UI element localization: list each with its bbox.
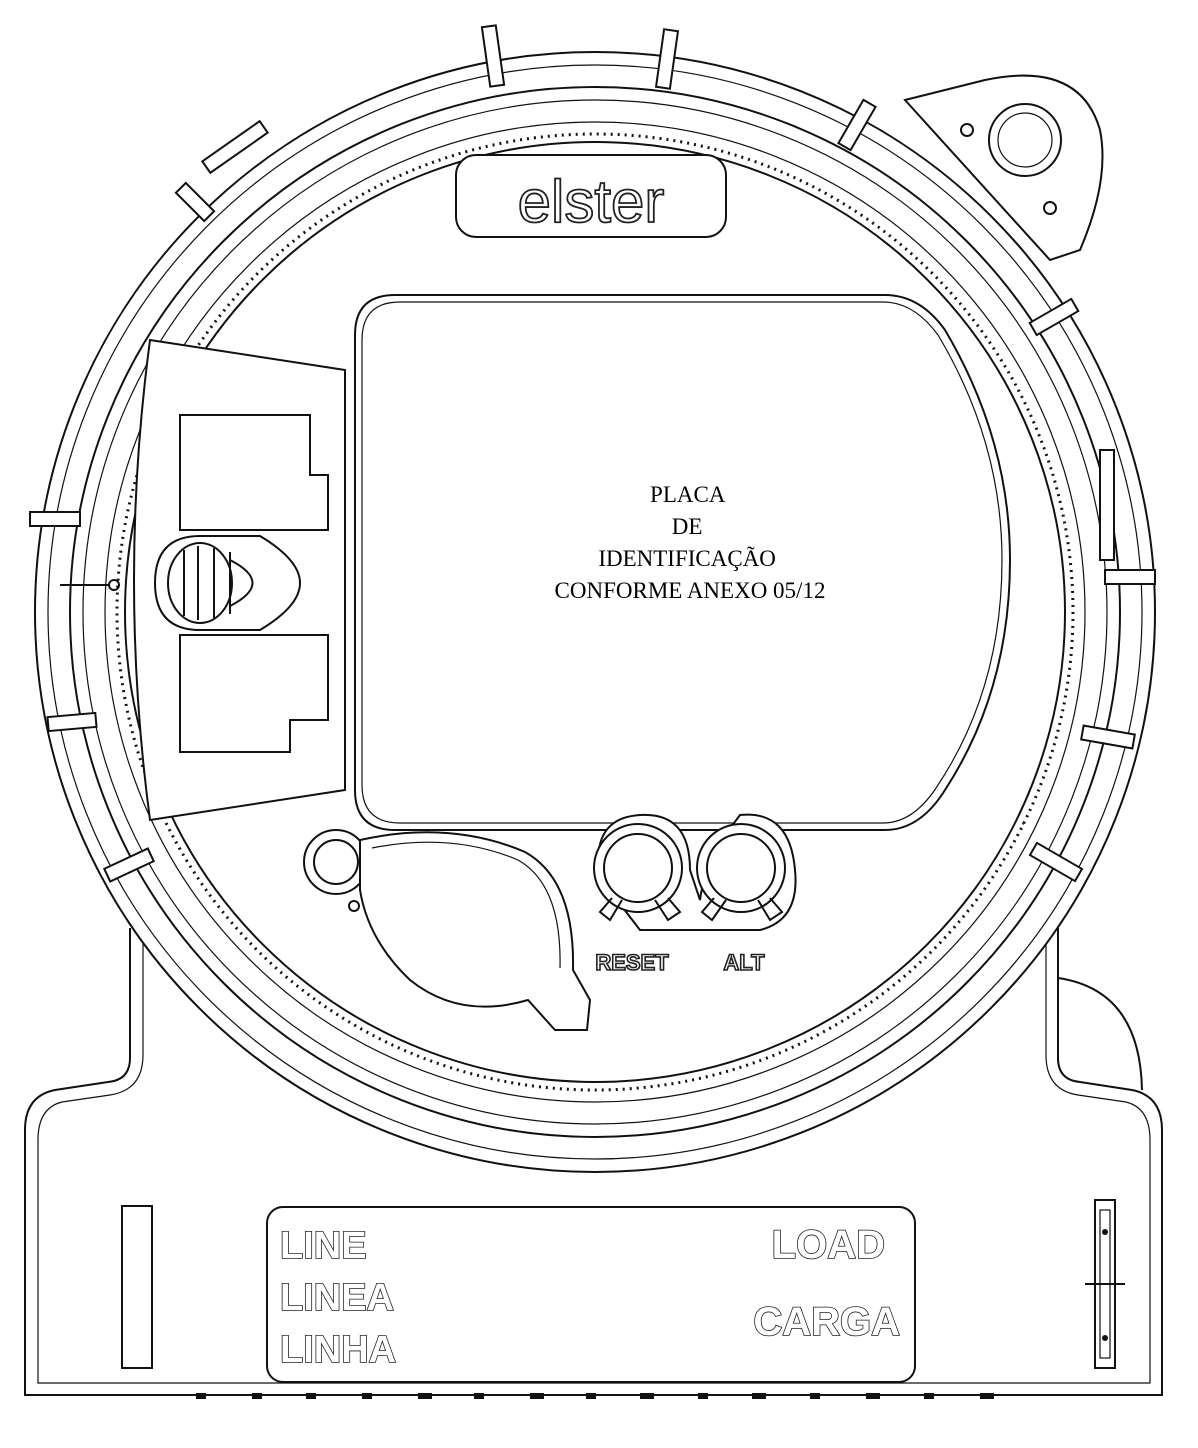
line-label-3: LINHA: [280, 1329, 396, 1371]
line-label-2: LINEA: [280, 1277, 394, 1319]
nameplate-text: PLACA DE IDENTIFICAÇÃO CONFORME ANEXO 05…: [555, 482, 826, 603]
nameplate-line-4: CONFORME ANEXO 05/12: [555, 578, 826, 603]
meter-base: [24, 928, 1163, 1399]
nameplate-line-2: DE: [672, 514, 703, 539]
bottom-notches: [196, 1393, 994, 1399]
reset-button[interactable]: [593, 823, 683, 922]
optical-port-module: [133, 338, 346, 822]
nameplate-line-3: IDENTIFICAÇÃO: [598, 546, 776, 571]
load-label-2: CARGA: [753, 1300, 900, 1344]
nameplate-window: PLACA DE IDENTIFICAÇÃO CONFORME ANEXO 05…: [354, 294, 1012, 831]
nameplate-line-1: PLACA: [650, 482, 726, 507]
brand-badge: elster: [455, 154, 727, 238]
alt-button-label: ALT: [723, 950, 765, 975]
left-slot: [121, 1205, 153, 1369]
terminal-label-panel: LINE LINEA LINHA LOAD CARGA: [266, 1206, 916, 1383]
right-latch: [1085, 1199, 1125, 1369]
alt-button[interactable]: [696, 823, 786, 922]
reset-button-label: RESET: [595, 950, 669, 975]
load-label-1: LOAD: [772, 1223, 885, 1267]
optical-port-icon: [153, 535, 302, 631]
rim-tabs: [29, 24, 1156, 883]
line-label-1: LINE: [280, 1225, 367, 1267]
brand-logo-text: elster: [518, 168, 665, 235]
flip-cover: [303, 829, 592, 1031]
seal-ear: [903, 74, 1104, 262]
control-buttons: RESET ALT: [593, 813, 797, 976]
